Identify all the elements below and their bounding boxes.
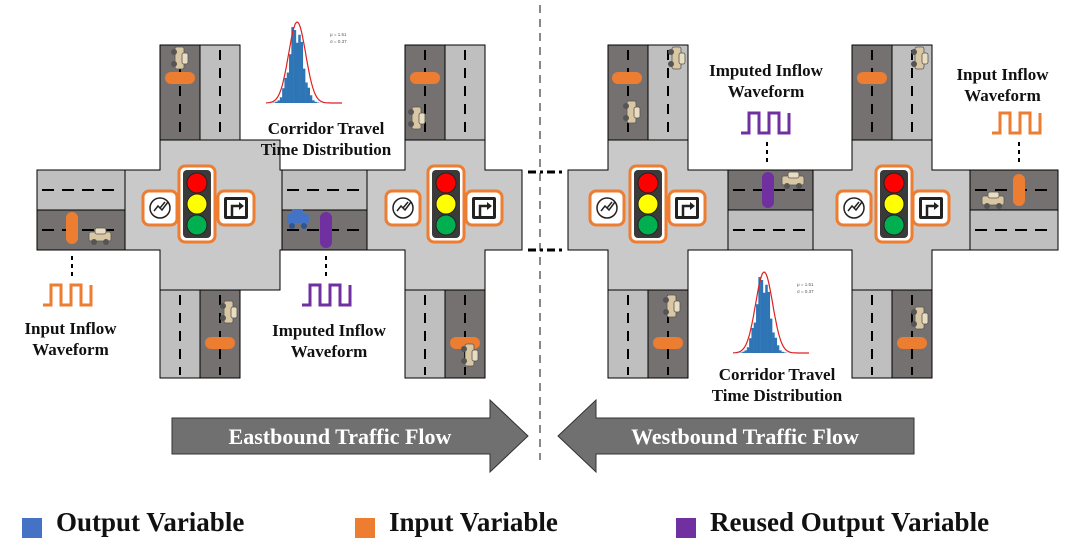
right-corridor <box>567 44 1059 379</box>
input-detector <box>410 72 440 84</box>
speedometer-icon <box>141 189 179 227</box>
histogram-bar <box>277 100 281 103</box>
histogram-bar <box>760 280 764 353</box>
legend-label-output: Output Variable <box>56 506 245 537</box>
histogram-bar <box>295 42 299 103</box>
legend-swatch-output <box>22 518 42 538</box>
histogram-bar <box>744 350 748 353</box>
waveform-icon <box>990 111 1042 135</box>
input-detector <box>857 72 887 84</box>
histogram-bar <box>772 332 775 353</box>
speedometer-icon <box>588 189 626 227</box>
westbound-arrow: Westbound Traffic Flow <box>557 398 915 474</box>
fit-curve <box>265 21 342 104</box>
histogram-bar <box>781 351 784 353</box>
reused-detector <box>320 212 332 248</box>
waveform-icon <box>41 283 93 307</box>
histogram-bar <box>309 95 313 103</box>
legend-swatch-reused <box>676 518 696 538</box>
eastbound-arrow: Eastbound Traffic Flow <box>171 398 529 474</box>
waveform-icon <box>739 111 791 135</box>
histogram-bar <box>289 54 292 103</box>
input-detector <box>66 212 78 244</box>
histogram-bar <box>742 351 745 353</box>
histogram-bar <box>316 102 320 103</box>
right-turn-sign-icon <box>464 189 504 227</box>
waveform-icon <box>300 283 352 307</box>
histogram-bar <box>293 30 297 103</box>
histogram-bar <box>312 100 315 103</box>
traffic-light-icon <box>426 164 466 244</box>
speedometer-icon <box>384 189 422 227</box>
input-detector <box>897 337 927 349</box>
traffic-light-icon <box>177 164 217 244</box>
histogram-stat: σ = 0.37 <box>330 39 347 44</box>
legend-reused: Reused Output Variable <box>676 502 989 542</box>
histogram-bar <box>765 284 768 353</box>
left-corridor <box>36 44 523 379</box>
histogram-bar <box>774 337 777 353</box>
legend-swatch-input <box>355 518 375 538</box>
eastbound-label: Eastbound Traffic Flow <box>229 424 452 449</box>
histogram-bar <box>758 277 761 353</box>
histogram-stat: μ = 1.51 <box>797 282 814 287</box>
westbound-label: Westbound Traffic Flow <box>631 424 859 449</box>
input-detector <box>1013 174 1025 206</box>
histogram-stat: μ = 1.51 <box>330 32 347 37</box>
legend-label-reused: Reused Output Variable <box>710 506 990 537</box>
histogram-bar <box>298 34 301 103</box>
input-detector <box>612 72 642 84</box>
right-turn-sign-icon <box>216 189 256 227</box>
legend-input: Input Variable <box>355 502 558 542</box>
histogram-bar <box>746 347 750 353</box>
fit-curve <box>732 271 809 354</box>
output-car-icon <box>287 209 309 229</box>
histogram-bar <box>302 68 306 103</box>
histogram-bar <box>776 345 780 353</box>
histogram-icon: μ = 1.51 σ = 0.37 <box>258 8 358 104</box>
histogram-bar <box>779 350 782 353</box>
histogram-bar <box>769 318 773 353</box>
reused-detector <box>762 172 774 208</box>
legend-label-input: Input Variable <box>389 506 558 537</box>
traffic-light-icon <box>628 164 668 244</box>
histogram-bar <box>286 72 290 103</box>
histogram-bar <box>767 291 771 353</box>
right-turn-sign-icon <box>667 189 707 227</box>
histogram-bar <box>291 27 294 104</box>
histogram-icon: μ = 1.51 σ = 0.37 <box>725 258 825 354</box>
histogram-bar <box>783 352 787 353</box>
speedometer-icon <box>835 189 873 227</box>
histogram-stat: σ = 0.37 <box>797 289 814 294</box>
histogram-bar <box>307 87 310 103</box>
input-detector <box>205 337 235 349</box>
histogram-bar <box>305 82 308 103</box>
right-turn-sign-icon <box>911 189 951 227</box>
histogram-bar <box>753 322 757 353</box>
histogram-bar <box>300 41 304 103</box>
legend-output: Output Variable <box>22 502 244 542</box>
histogram-bar <box>275 101 278 103</box>
histogram-bar <box>314 101 317 103</box>
histogram-bar <box>762 292 766 353</box>
histogram-bar <box>751 327 754 353</box>
traffic-light-icon <box>874 164 914 244</box>
input-detector <box>653 337 683 349</box>
histogram-bar <box>282 88 285 103</box>
histogram-bar <box>756 304 759 353</box>
histogram-bar <box>284 77 287 103</box>
histogram-bar <box>279 97 283 103</box>
input-detector <box>165 72 195 84</box>
histogram-bar <box>749 338 752 353</box>
